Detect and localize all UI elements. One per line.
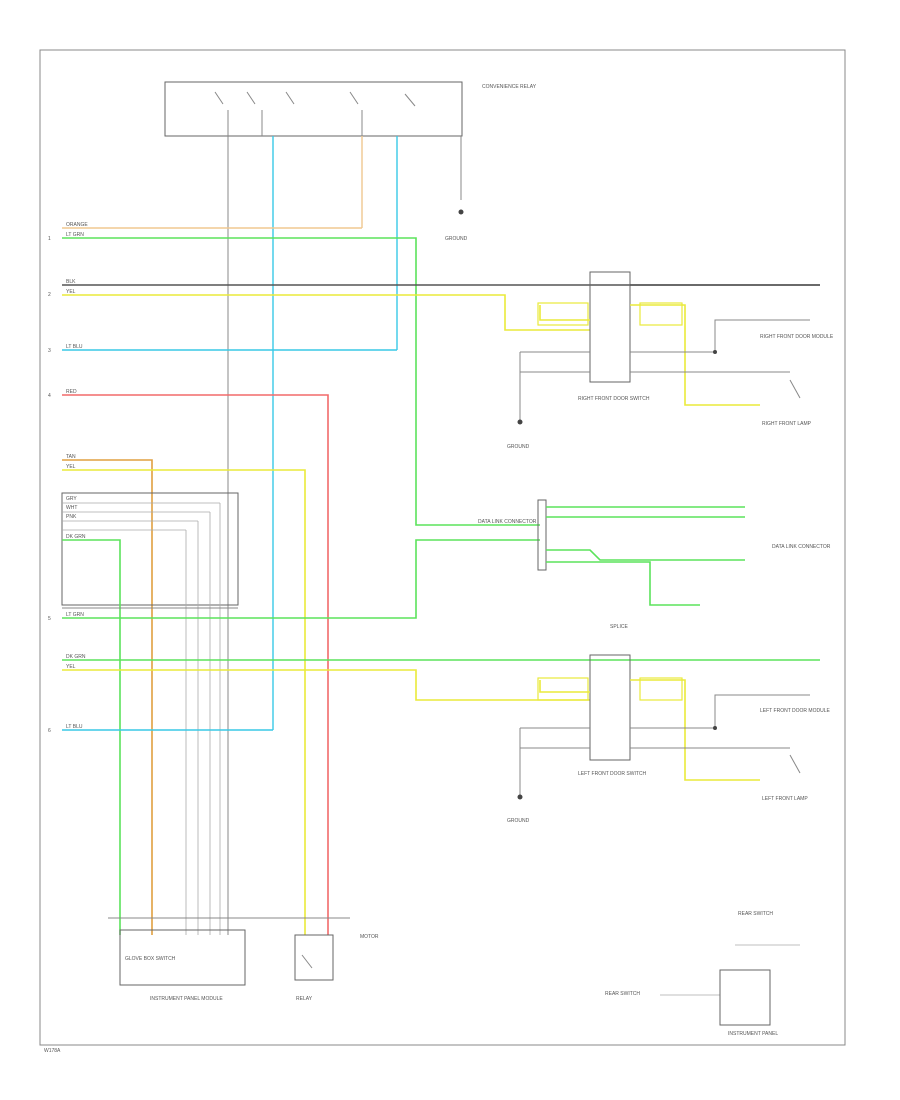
wire-lt-blue-label-2: LT BLU [66,724,83,730]
wire-red-label: RED [66,389,77,395]
wire-red [62,394,329,935]
rear-sw-left-label: REAR SWITCH [605,991,640,997]
pin-3: 3 [48,348,51,354]
lf-yellow-out [630,679,760,781]
ground-point-lf [517,794,523,800]
rf-connector [589,271,631,383]
wire-yellow-3 [62,669,590,701]
ground-point-rf [517,419,523,425]
ground-label-lf: GROUND [507,818,530,824]
wire-black-label: BLK [66,279,76,285]
wire-yellow-label-3: YEL [66,664,76,670]
lf-connector [589,654,631,761]
wire-lt-green-1 [62,237,540,526]
lf-door-sw-label: LEFT FRONT DOOR SWITCH [578,771,647,777]
wire-lt-green-label-1: LT GRN [66,232,84,238]
rf-lamp-switch [789,379,801,399]
top-module-box [164,81,463,137]
center-right-label: DATA LINK CONNECTOR [772,544,831,550]
ground-label-top: GROUND [445,236,468,242]
ground-point-top [458,209,464,215]
rear-switch-label: REAR SWITCH [738,911,773,917]
center-connector [537,499,547,571]
lf-lamp-switch [789,754,801,774]
rf-lamp-label: RIGHT FRONT LAMP [762,421,812,427]
wire-dk-green-label-2: DK GRN [66,654,86,660]
wire-orange-label: ORANGE [66,222,88,228]
pin-6: 6 [48,728,51,734]
wire-grey-label: GRY [66,496,77,502]
wire-tan-label: TAN [66,454,76,460]
rf-door-sw-label: RIGHT FRONT DOOR SWITCH [578,396,650,402]
corner-code: W178A [44,1048,61,1054]
lf-lamp-label: LEFT FRONT LAMP [762,796,808,802]
wire-yellow-2 [62,469,306,935]
wire-pink-label: PNK [66,514,77,520]
pin-5: 5 [48,616,51,622]
glove-module-label: INSTRUMENT PANEL MODULE [150,996,223,1002]
bottom-relay-label: RELAY [296,996,313,1002]
diagram-frame [39,49,846,1046]
pin-1: 1 [48,236,51,242]
ground-label-rf: GROUND [507,444,530,450]
rf-module-label: RIGHT FRONT DOOR MODULE [760,334,834,340]
wire-yellow-label-2: YEL [66,464,76,470]
bottom-motor-label: MOTOR [360,934,379,940]
lf-module-label: LEFT FRONT DOOR MODULE [760,708,830,714]
top-module-label: CONVENIENCE RELAY [482,84,537,90]
splice-label: SPLICE [610,624,628,630]
glove-switch-label: GLOVE BOX SWITCH [125,956,176,962]
glove-box-module [119,929,246,986]
wire-lt-green-2 [62,539,540,619]
bottom-right-label: INSTRUMENT PANEL [728,1031,778,1037]
harness-box [61,492,239,606]
wire-tan [62,459,153,935]
wire-lt-green-label-2: LT GRN [66,612,84,618]
pin-2: 2 [48,292,51,298]
rf-yellow-out [630,304,760,406]
wire-white-label: WHT [66,505,77,511]
wire-dk-green-drop [62,539,121,935]
top-module-switches [214,91,416,136]
wire-dk-green-label: DK GRN [66,534,86,540]
wire-yellow-label-1: YEL [66,289,76,295]
center-module-label: DATA LINK CONNECTOR [478,519,537,525]
rear-box [719,969,771,1026]
pin-4: 4 [48,393,51,399]
wire-yellow-1 [62,294,590,331]
relay-box [294,934,334,981]
wire-lt-blue-label: LT BLU [66,344,83,350]
